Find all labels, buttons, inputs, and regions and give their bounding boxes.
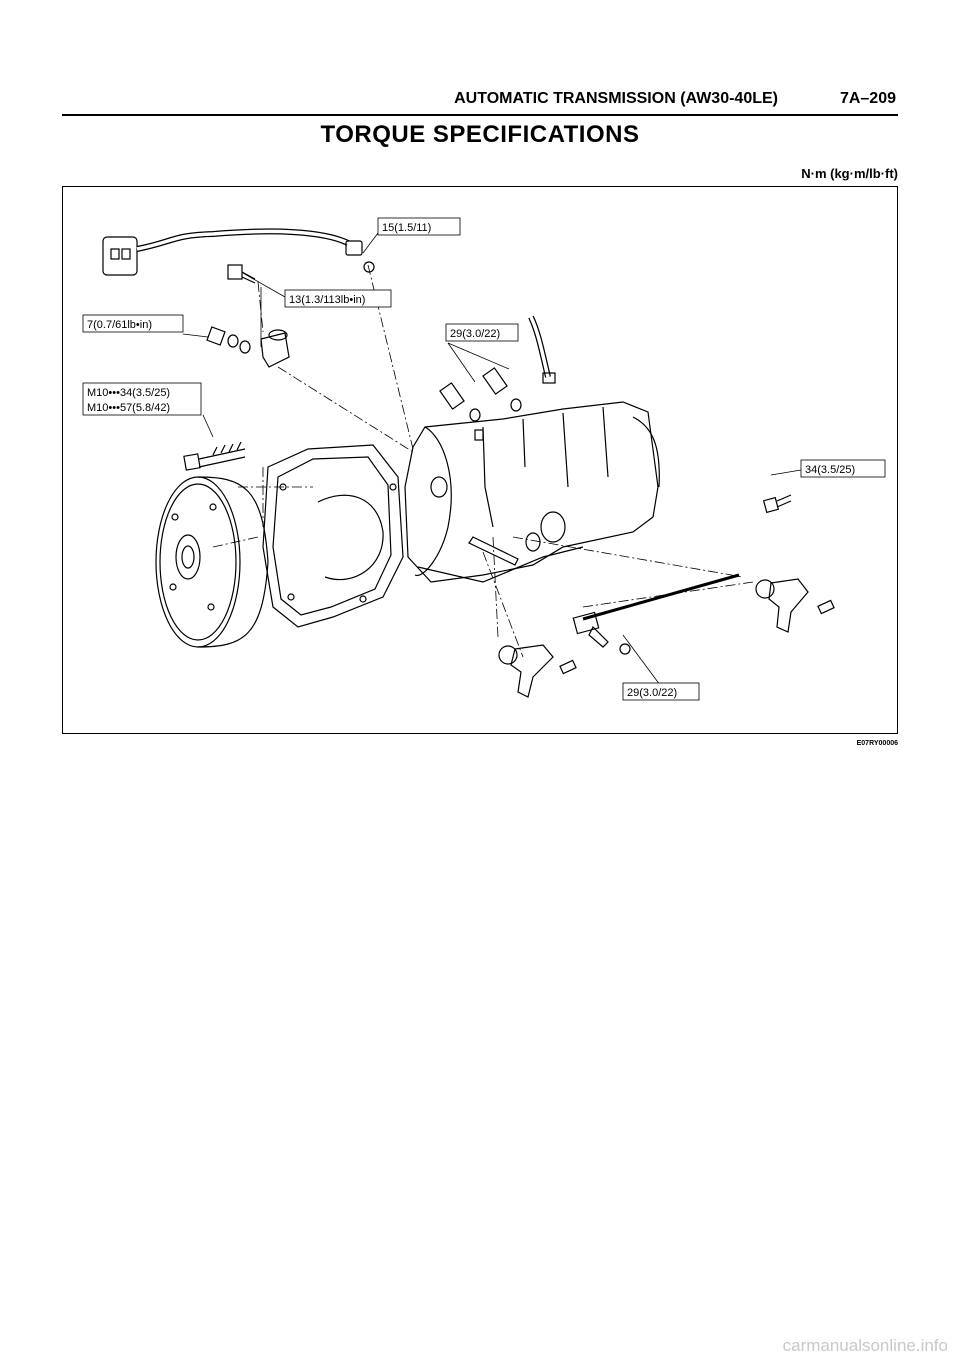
torque-label: M10•••57(5.8/42): [87, 402, 170, 414]
torque-label: M10•••34(3.5/25): [87, 387, 170, 399]
callout-lines: [182, 232, 802, 690]
page-number: 7A–209: [839, 90, 896, 107]
m10-bolt: [183, 441, 246, 471]
header-title: AUTOMATIC TRANSMISSION (AW30-40LE): [454, 90, 778, 107]
speed-sensor-harness: [102, 228, 375, 276]
pressure-switches: [439, 315, 556, 422]
page-title: TORQUE SPECIFICATIONS: [320, 121, 640, 148]
bolt-34: [762, 494, 792, 514]
watermark: carmanualsonline.info: [782, 1336, 948, 1355]
speed-sensor-left: [498, 644, 577, 698]
transmission-case: [404, 401, 660, 583]
torque-label: 13(1.3/113lb•in): [289, 294, 365, 306]
torque-label: 29(3.0/22): [450, 328, 500, 340]
converter-housing: [262, 444, 404, 628]
torque-label: 15(1.5/11): [382, 222, 431, 234]
exploded-view-figure: 15(1.5/11) 13(1.3/113lb•in) 7(0.7/61lb•i…: [62, 186, 898, 734]
manual-shaft: [572, 573, 740, 655]
speed-sensor-right: [755, 578, 835, 633]
callout-labels: 15(1.5/11) 13(1.3/113lb•in) 7(0.7/61lb•i…: [82, 217, 886, 701]
torque-label: 7(0.7/61lb•in): [87, 319, 152, 331]
torque-converter: [155, 476, 269, 648]
units-label: N·m (kg·m/lb·ft): [801, 166, 898, 181]
bolt-13: [227, 264, 256, 284]
figure-code: E07RY00006: [856, 740, 898, 747]
torque-label: 29(3.0/22): [627, 687, 677, 699]
transmission-illustration: 15(1.5/11) 13(1.3/113lb•in) 7(0.7/61lb•i…: [82, 217, 886, 701]
nut-washer-set: [206, 326, 290, 368]
torque-label: 34(3.5/25): [805, 464, 855, 476]
page-header: AUTOMATIC TRANSMISSION (AW30-40LE) 7A–20…: [62, 88, 898, 116]
